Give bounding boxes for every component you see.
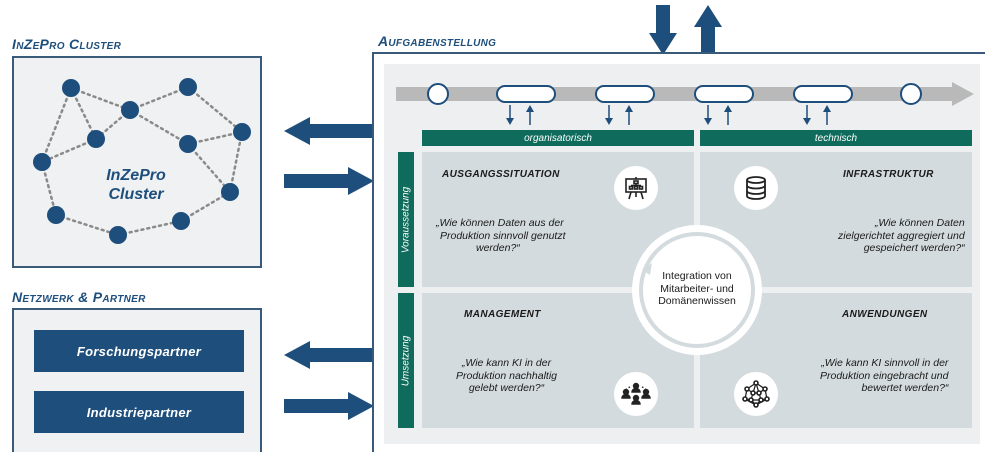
- team-icon: [614, 372, 658, 416]
- stage-exchange-arrows: [506, 105, 831, 125]
- arrow-right-icon: [284, 392, 374, 420]
- question-line: „Wie können Daten: [874, 217, 965, 229]
- cluster-heading: InZePro Cluster: [12, 36, 122, 52]
- quadrant-question: „Wie kann KI sinnvoll in der Produktion …: [820, 357, 948, 395]
- question-line: Produktion eingebracht und: [820, 369, 949, 382]
- technical-bar: technisch: [700, 130, 972, 146]
- integration-line: Domänenwissen: [658, 295, 736, 307]
- arrow-up-icon: [694, 5, 722, 55]
- quadrant-question: „Wie können Daten zielgerichtet aggregie…: [838, 217, 965, 255]
- integration-circle: Integration von Mitarbeiter- und Domänen…: [632, 225, 762, 355]
- network-heading: Netzwerk & Partner: [12, 289, 146, 305]
- timeline-stage-4: [793, 85, 853, 103]
- quadrant-question: „Wie können Daten aus der Produktion sin…: [436, 217, 566, 255]
- question-line: werden?“: [476, 242, 520, 254]
- integration-line: Mitarbeiter- und: [660, 282, 734, 295]
- cluster-panel: InZePro Cluster: [12, 56, 262, 268]
- timeline-end-node: [900, 83, 922, 105]
- question-line: gelebt werden?“: [468, 382, 545, 394]
- neural-network-icon: [734, 372, 778, 416]
- question-line: Produktion sinnvoll genutzt: [440, 229, 566, 242]
- timeline-start-node: [427, 83, 449, 105]
- quadrant-title: AUSGANGSSITUATION: [442, 169, 560, 180]
- quadrant-question: „Wie kann KI in der Produktion nachhalti…: [456, 357, 557, 395]
- question-line: „Wie kann KI sinnvoll in der: [821, 357, 949, 369]
- implementation-bar: Umsetzung: [398, 293, 414, 428]
- arrow-down-icon: [649, 5, 677, 55]
- quadrant-title: ANWENDUNGEN: [842, 309, 928, 320]
- timeline-stage-3: [694, 85, 754, 103]
- organizational-bar: organisatorisch: [422, 130, 694, 146]
- database-icon: [734, 166, 778, 210]
- arrow-left-icon: [284, 117, 374, 145]
- task-heading: Aufgabenstellung: [378, 33, 497, 49]
- arrow-right-icon: [284, 167, 374, 195]
- network-panel: Forschungspartner Industriepartner: [12, 308, 262, 452]
- cluster-label-line-2: Cluster: [108, 186, 164, 203]
- quadrant-title: INFRASTRUKTUR: [843, 169, 934, 180]
- arrow-left-icon: [284, 341, 374, 369]
- timeline-stage-1: [496, 85, 556, 103]
- question-line: „Wie können Daten aus der: [436, 217, 564, 229]
- prerequisite-bar: Voraussetzung: [398, 152, 414, 287]
- prerequisite-label: Voraussetzung: [400, 186, 412, 253]
- cycle-arrow-icon: [639, 232, 755, 348]
- industry-partner-button[interactable]: Industriepartner: [34, 391, 244, 433]
- question-line: gespeichert werden?“: [863, 242, 965, 254]
- presentation-board-icon: [614, 166, 658, 210]
- question-line: bewertet werden?“: [861, 382, 949, 394]
- question-line: Produktion nachhaltig: [456, 369, 557, 382]
- timeline-stage-2: [595, 85, 655, 103]
- quadrant-title: MANAGEMENT: [464, 309, 541, 320]
- cluster-network-graph: [33, 78, 251, 244]
- integration-text: Integration von Mitarbeiter- und Domänen…: [642, 270, 752, 308]
- research-partner-button[interactable]: Forschungspartner: [34, 330, 244, 372]
- question-line: zielgerichtet aggregiert und: [838, 229, 965, 242]
- cluster-label-line-1: InZePro: [106, 167, 166, 184]
- cluster-label: InZePro Cluster: [96, 166, 176, 204]
- integration-line: Integration von: [662, 270, 732, 282]
- question-line: „Wie kann KI in der: [461, 357, 552, 369]
- implementation-label: Umsetzung: [400, 335, 412, 386]
